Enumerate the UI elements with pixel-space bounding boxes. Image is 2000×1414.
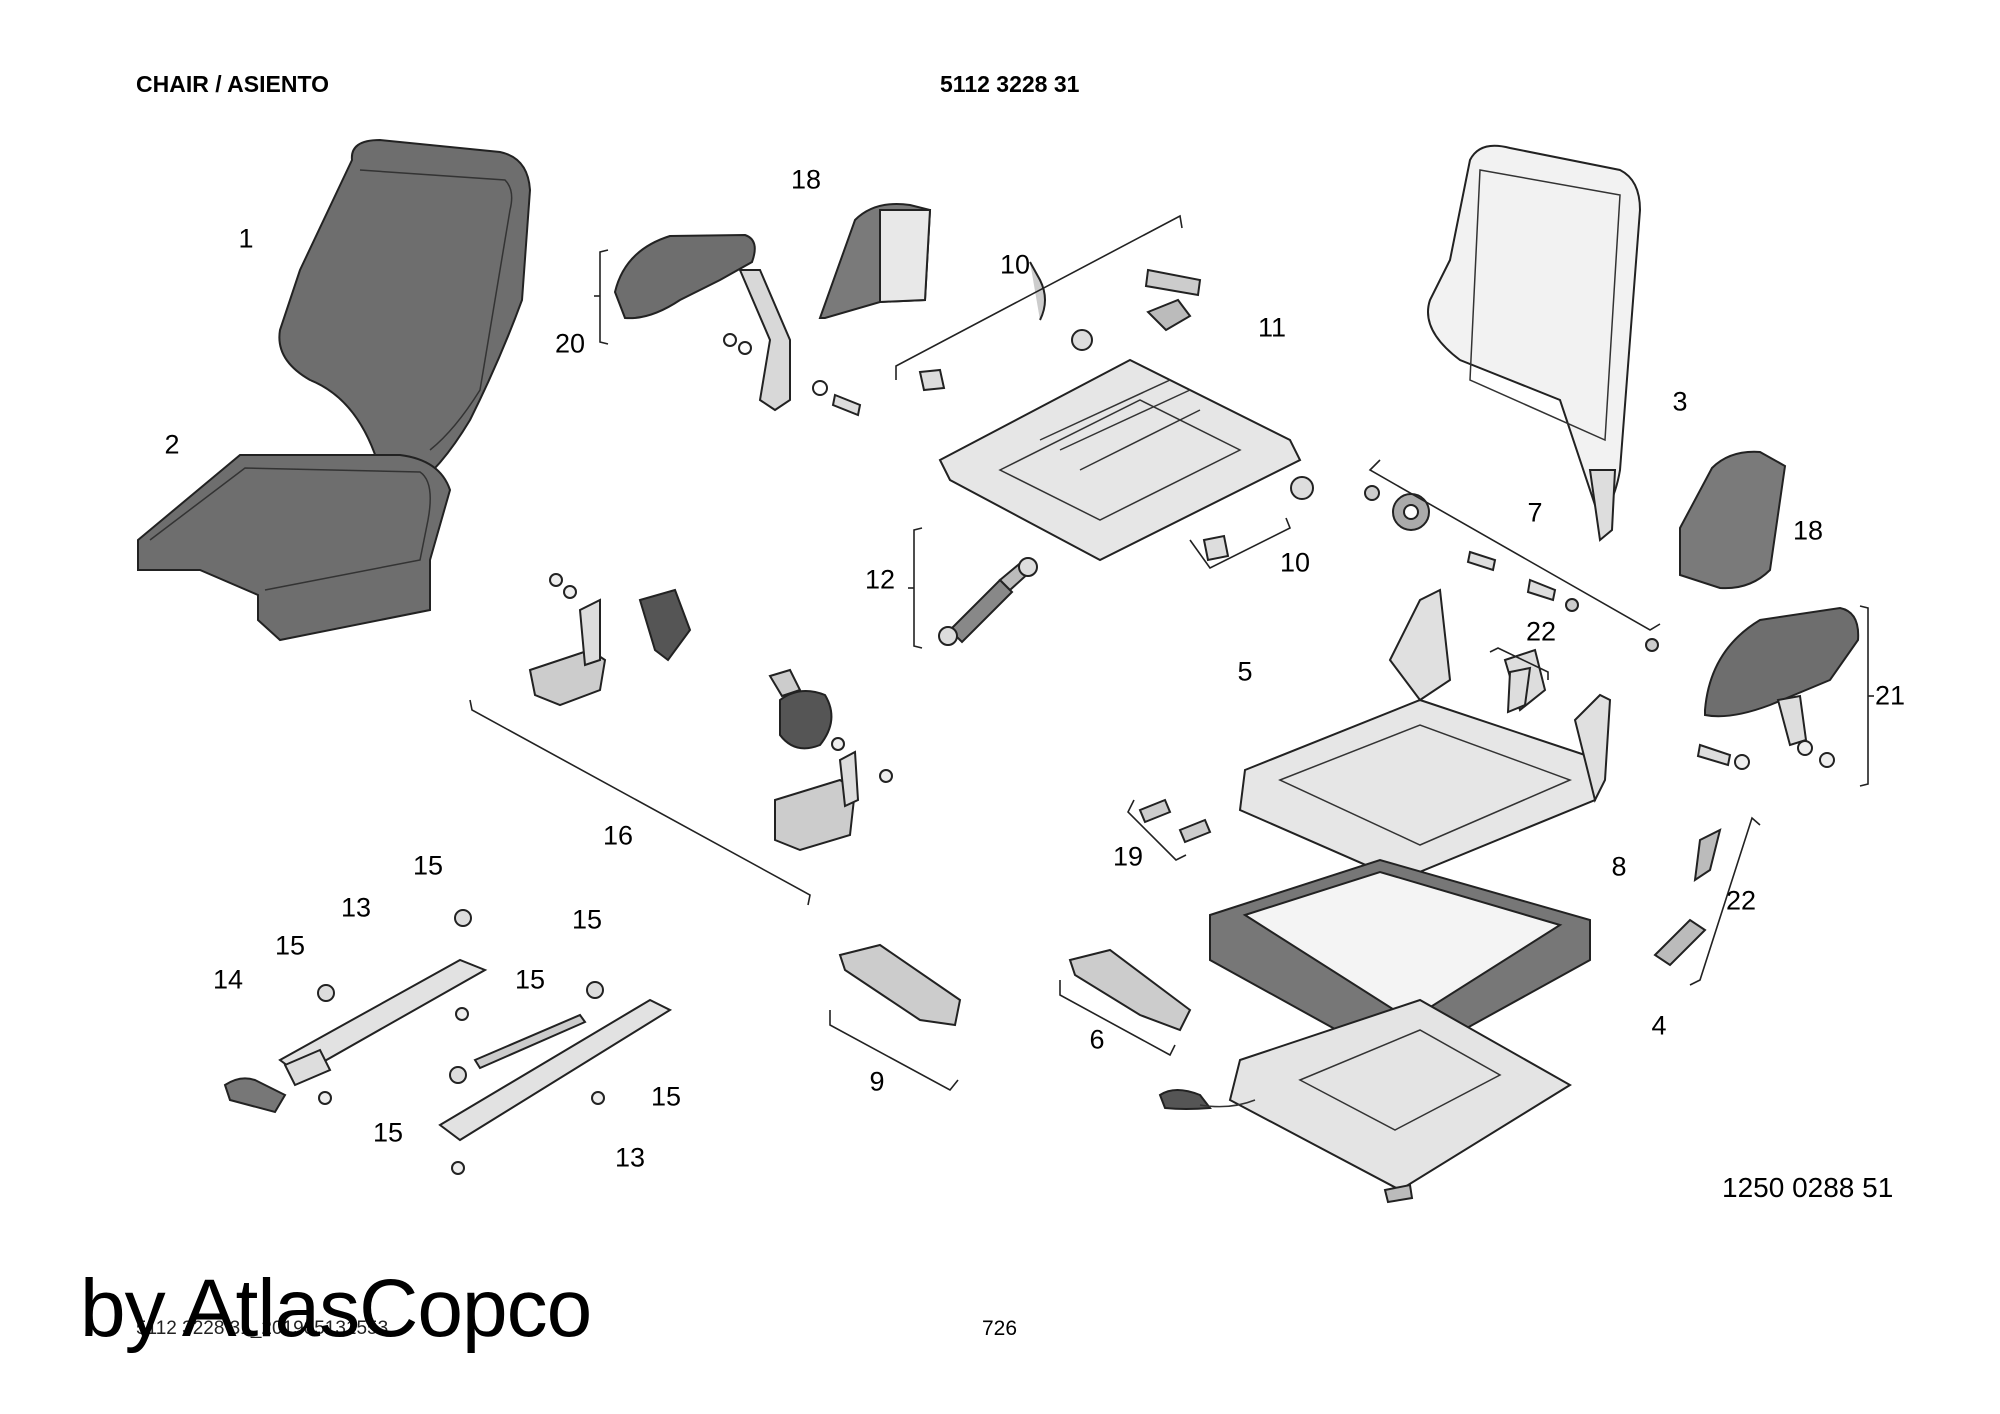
callout-11: 11 [1257, 312, 1287, 343]
watermark: by AtlasCopco [80, 1263, 592, 1354]
seat-belt-assembly [469, 573, 893, 906]
callout-6: 6 [1089, 1024, 1105, 1055]
callout-10a: 10 [999, 249, 1031, 280]
callout-20: 20 [554, 328, 586, 359]
callout-15a: 15 [412, 850, 444, 881]
callout-3: 3 [1672, 386, 1688, 417]
callout-22a: 22 [1525, 616, 1557, 647]
callout-18a: 18 [790, 164, 822, 195]
gas-spring [908, 527, 1038, 649]
seat-frame [1238, 588, 1612, 882]
suspension-base [1209, 858, 1591, 1067]
seat-backrest [278, 138, 532, 492]
armrest-right [1696, 605, 1874, 787]
small-brackets [829, 798, 1212, 1092]
callout-12: 12 [864, 564, 896, 595]
backrest-frame [1427, 144, 1642, 542]
seat-plate-mechanism [895, 214, 1314, 570]
drawing-reference: 1250 0288 51 [1722, 1172, 1894, 1203]
callout-15f: 15 [372, 1117, 404, 1148]
callout-13a: 13 [340, 892, 372, 923]
callout-18b: 18 [1792, 515, 1824, 546]
callout-15c: 15 [571, 904, 603, 935]
side-cover-left [818, 203, 932, 319]
seat-rails-left [223, 909, 673, 1175]
armrest-left [594, 233, 862, 417]
callout-9: 9 [869, 1066, 885, 1097]
callout-1: 1 [238, 223, 254, 254]
callout-8: 8 [1611, 851, 1627, 882]
callout-22b: 22 [1725, 885, 1757, 916]
seat-cushion [137, 454, 452, 642]
mounting-hardware [1364, 459, 1761, 986]
callout-2: 2 [164, 429, 180, 460]
callout-21: 21 [1874, 680, 1906, 711]
side-cover-right [1679, 450, 1787, 590]
callout-10b: 10 [1279, 547, 1311, 578]
callout-15e: 15 [650, 1081, 682, 1112]
callout-7: 7 [1527, 497, 1543, 528]
diagram-title: CHAIR / ASIENTO [136, 71, 329, 97]
callout-16: 16 [602, 820, 634, 851]
page-number: 726 [982, 1317, 1018, 1340]
footer-file-id: 5112 3228 31_201905131553 [136, 1318, 389, 1339]
callout-13b: 13 [614, 1142, 646, 1173]
callout-19: 19 [1112, 841, 1144, 872]
slide-rails [1158, 998, 1572, 1204]
callout-4: 4 [1651, 1010, 1667, 1041]
callout-5: 5 [1237, 656, 1253, 687]
callout-15b: 15 [274, 930, 306, 961]
part-number: 5112 3228 31 [940, 71, 1080, 97]
callout-14: 14 [212, 964, 244, 995]
callout-15d: 15 [514, 964, 546, 995]
